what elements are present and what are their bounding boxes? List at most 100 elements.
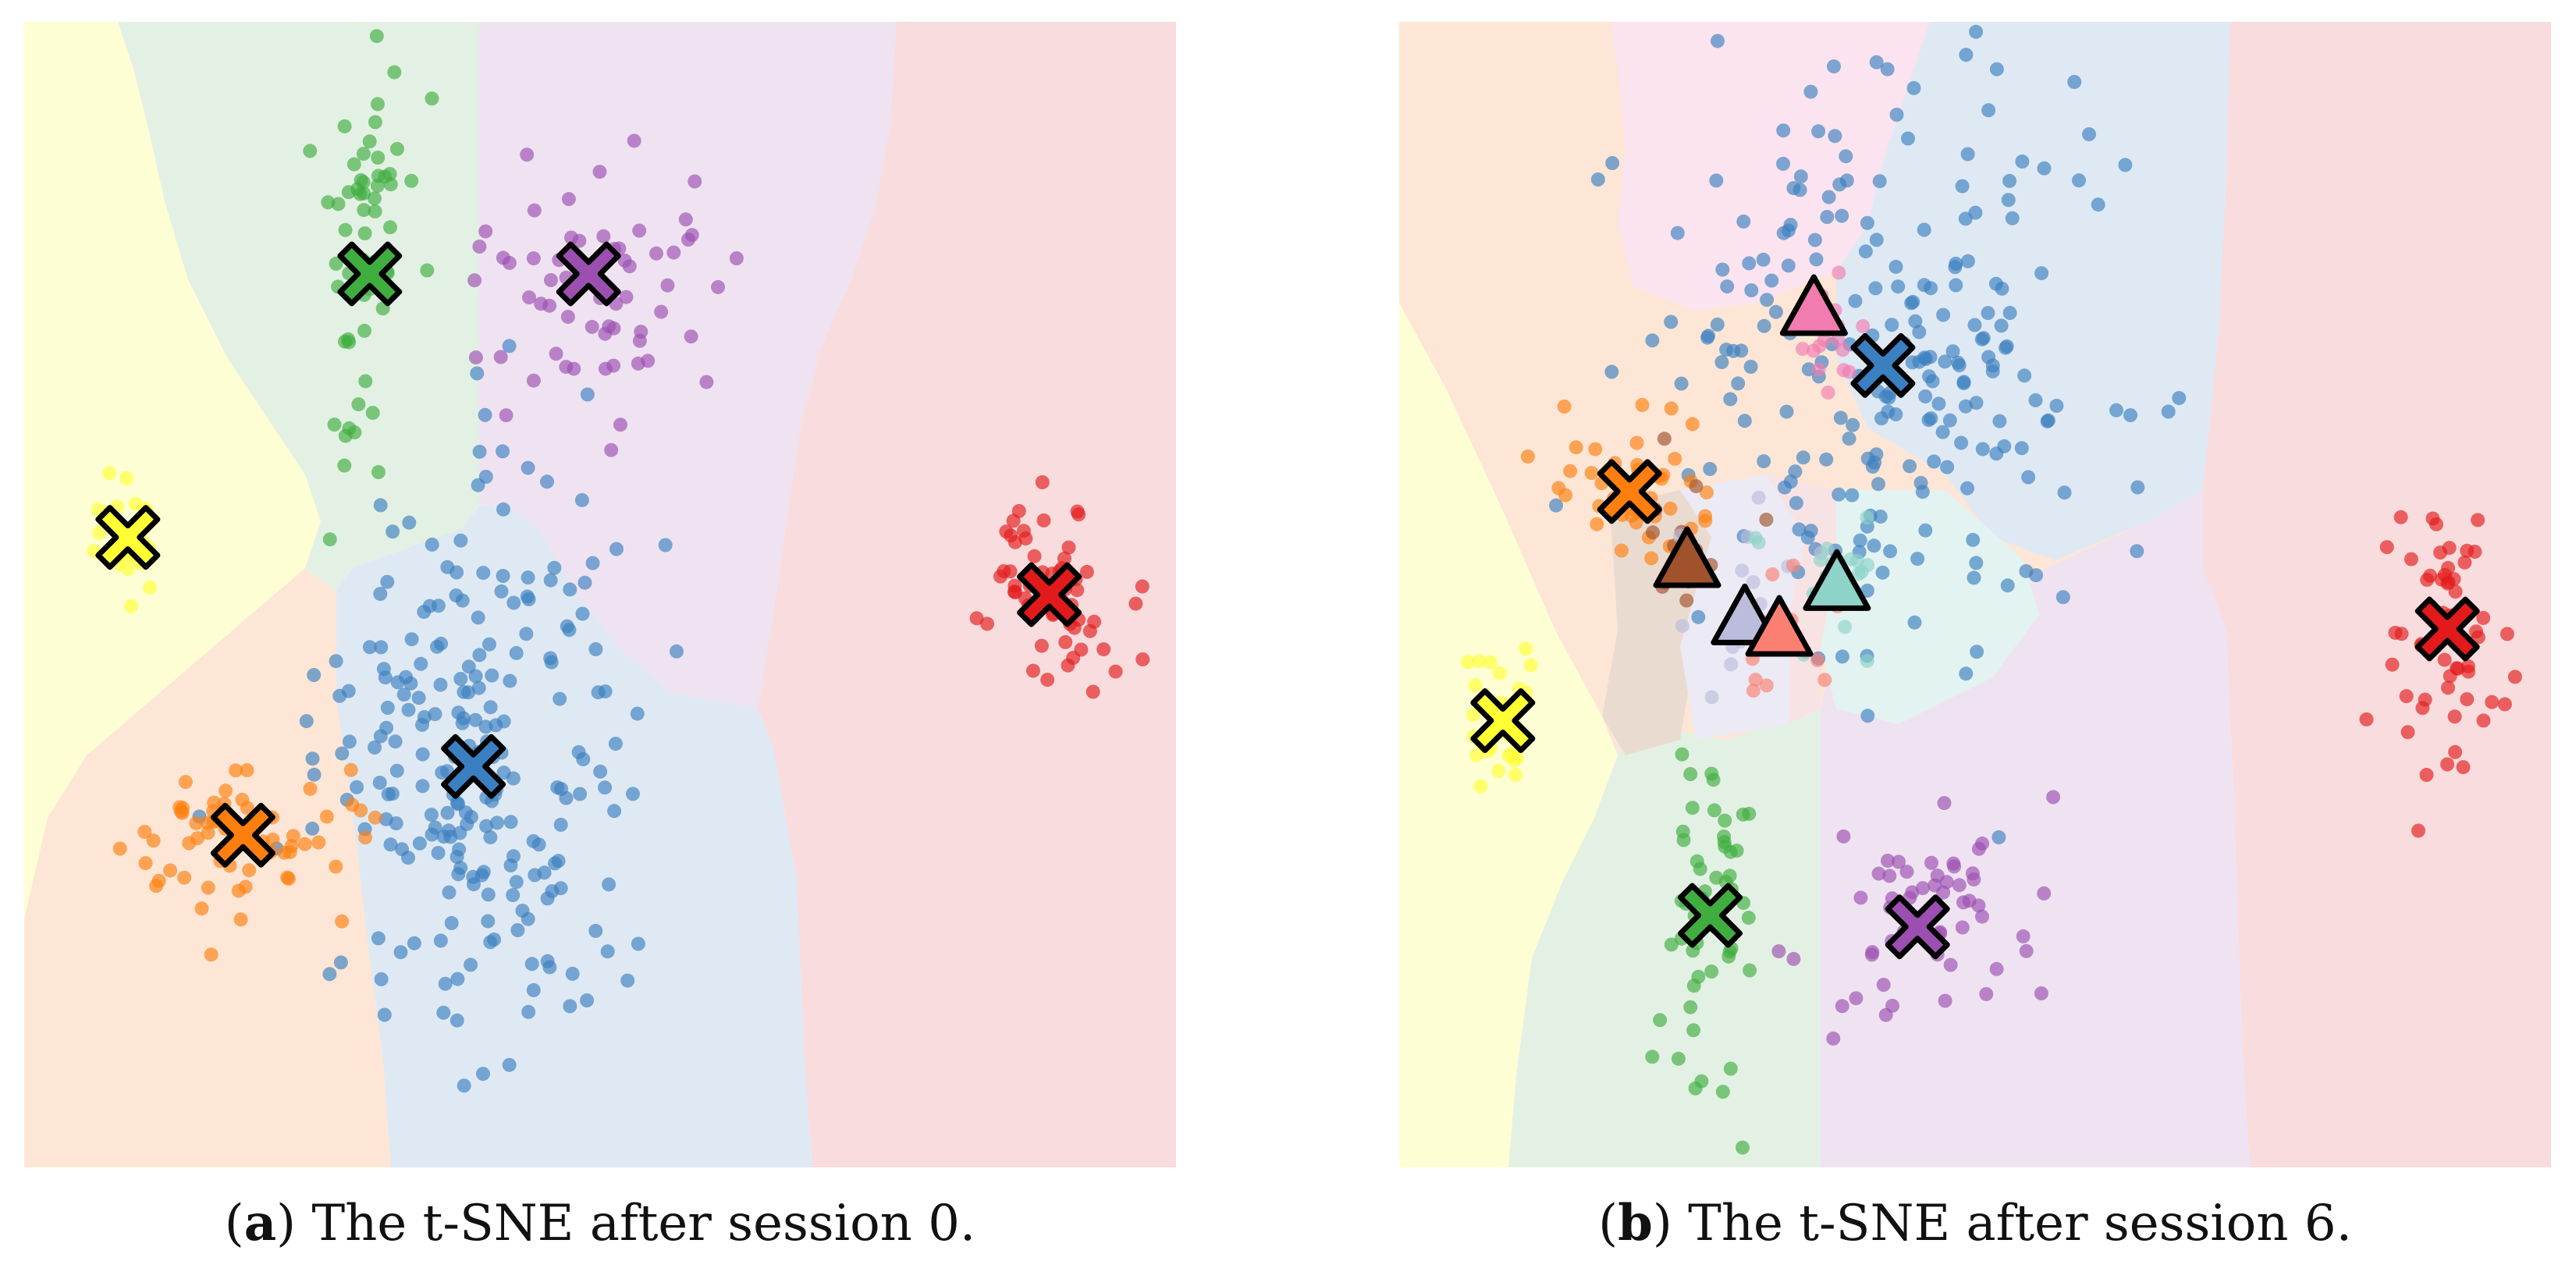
data-point-blue: [1865, 460, 1880, 474]
data-point-blue: [1736, 214, 1751, 229]
data-point-green: [370, 179, 385, 193]
data-point-green: [1645, 1050, 1660, 1064]
data-point-purple: [619, 290, 634, 304]
data-point-blue: [376, 662, 391, 677]
data-point-orange: [204, 947, 219, 962]
data-point-yellow: [143, 580, 157, 595]
data-point-blue: [1664, 314, 1679, 329]
data-point-orange: [112, 841, 127, 856]
data-point-blue: [540, 474, 554, 489]
data-point-blue: [531, 837, 546, 852]
data-point-green: [390, 141, 404, 156]
data-point-blue: [1760, 293, 1775, 307]
data-point-blue: [1715, 262, 1730, 277]
data-point-orange: [358, 830, 373, 845]
decision-regions-b: [1399, 22, 2551, 1167]
data-point-blue: [1869, 55, 1884, 69]
data-point-green: [1683, 767, 1698, 781]
data-point-blue: [548, 856, 563, 871]
data-point-green: [387, 65, 402, 80]
data-point-blue: [1989, 62, 2004, 76]
data-point-lavender: [1735, 563, 1750, 578]
data-point-blue: [378, 812, 393, 826]
data-point-orange: [1614, 543, 1629, 558]
data-point-blue: [607, 804, 622, 819]
data-point-blue: [449, 588, 464, 603]
data-point-blue: [1801, 362, 1816, 377]
data-point-green: [1683, 1000, 1698, 1014]
data-point-red: [2385, 657, 2400, 672]
data-point-red: [2419, 768, 2434, 782]
data-point-pink: [1807, 343, 1821, 358]
data-point-orange: [201, 880, 215, 895]
data-point-blue: [476, 1067, 490, 1082]
data-point-blue: [528, 868, 542, 883]
data-point-yellow: [1468, 678, 1483, 693]
data-point-yellow: [1466, 708, 1481, 723]
region-red-a: [758, 22, 1176, 1167]
data-point-purple: [1865, 945, 1880, 960]
data-point-yellow: [1472, 654, 1487, 669]
data-point-blue: [2028, 393, 2043, 407]
data-point-orange: [194, 901, 209, 916]
data-point-blue: [658, 538, 673, 552]
data-point-orange: [242, 863, 257, 878]
data-point-blue: [1744, 283, 1759, 297]
data-point-purple: [1849, 991, 1864, 1006]
data-point-blue: [457, 1078, 471, 1093]
data-point-green: [369, 29, 384, 44]
data-point-red: [2461, 664, 2476, 679]
data-point-blue: [1992, 830, 2006, 844]
data-point-blue: [440, 805, 455, 820]
data-point-green: [1718, 813, 1732, 828]
data-point-blue: [2017, 368, 2032, 383]
data-point-brown: [1689, 479, 1704, 494]
data-point-blue: [461, 685, 476, 700]
data-point-green: [1721, 949, 1736, 964]
data-point-blue: [575, 606, 590, 621]
data-point-purple: [627, 133, 641, 148]
data-point-red: [2447, 709, 2462, 724]
data-point-red: [2507, 670, 2522, 684]
data-point-blue: [372, 776, 387, 790]
caption-b-tag: b: [1618, 1194, 1653, 1252]
region-blue-a: [336, 506, 812, 1167]
caption-a-tag: a: [243, 1194, 277, 1252]
data-point-lavender: [1746, 575, 1761, 590]
data-point-blue: [2057, 485, 2072, 500]
data-point-yellow: [1491, 763, 1506, 778]
data-point-blue: [479, 819, 494, 833]
data-point-red: [1135, 579, 1149, 594]
data-point-green: [1743, 963, 1757, 978]
centroid-triangle-teal: [1803, 549, 1871, 611]
data-point-brown: [1657, 432, 1672, 446]
data-point-purple: [467, 273, 482, 288]
data-point-yellow: [1523, 658, 1538, 673]
markers-layer-a: [95, 241, 1082, 868]
data-point-blue: [1954, 435, 1969, 450]
data-point-blue: [411, 691, 426, 705]
data-point-pink: [1796, 342, 1810, 357]
data-point-red: [1040, 673, 1055, 687]
data-point-blue: [553, 817, 568, 832]
data-point-blue: [1970, 645, 1984, 659]
data-point-orange: [201, 826, 215, 840]
data-point-blue: [1691, 609, 1706, 624]
data-point-red: [1070, 504, 1085, 519]
data-point-blue: [1956, 376, 1971, 391]
caption-a: (a) The t-SNE after session 0.: [224, 1194, 976, 1252]
data-point-red: [1027, 549, 1042, 563]
data-point-blue: [476, 566, 491, 581]
data-point-blue: [1917, 350, 1931, 365]
data-point-orange: [1629, 435, 1644, 450]
data-point-blue: [620, 973, 635, 988]
data-point-red: [1061, 540, 1076, 555]
data-point-purple: [632, 223, 647, 238]
data-point-blue: [544, 655, 559, 670]
data-point-blue: [389, 763, 404, 778]
data-point-red: [2418, 692, 2432, 707]
data-point-blue: [521, 460, 535, 475]
data-point-purple: [1826, 1031, 1841, 1046]
data-point-blue: [1860, 583, 1874, 598]
data-point-purple: [1871, 866, 1886, 881]
